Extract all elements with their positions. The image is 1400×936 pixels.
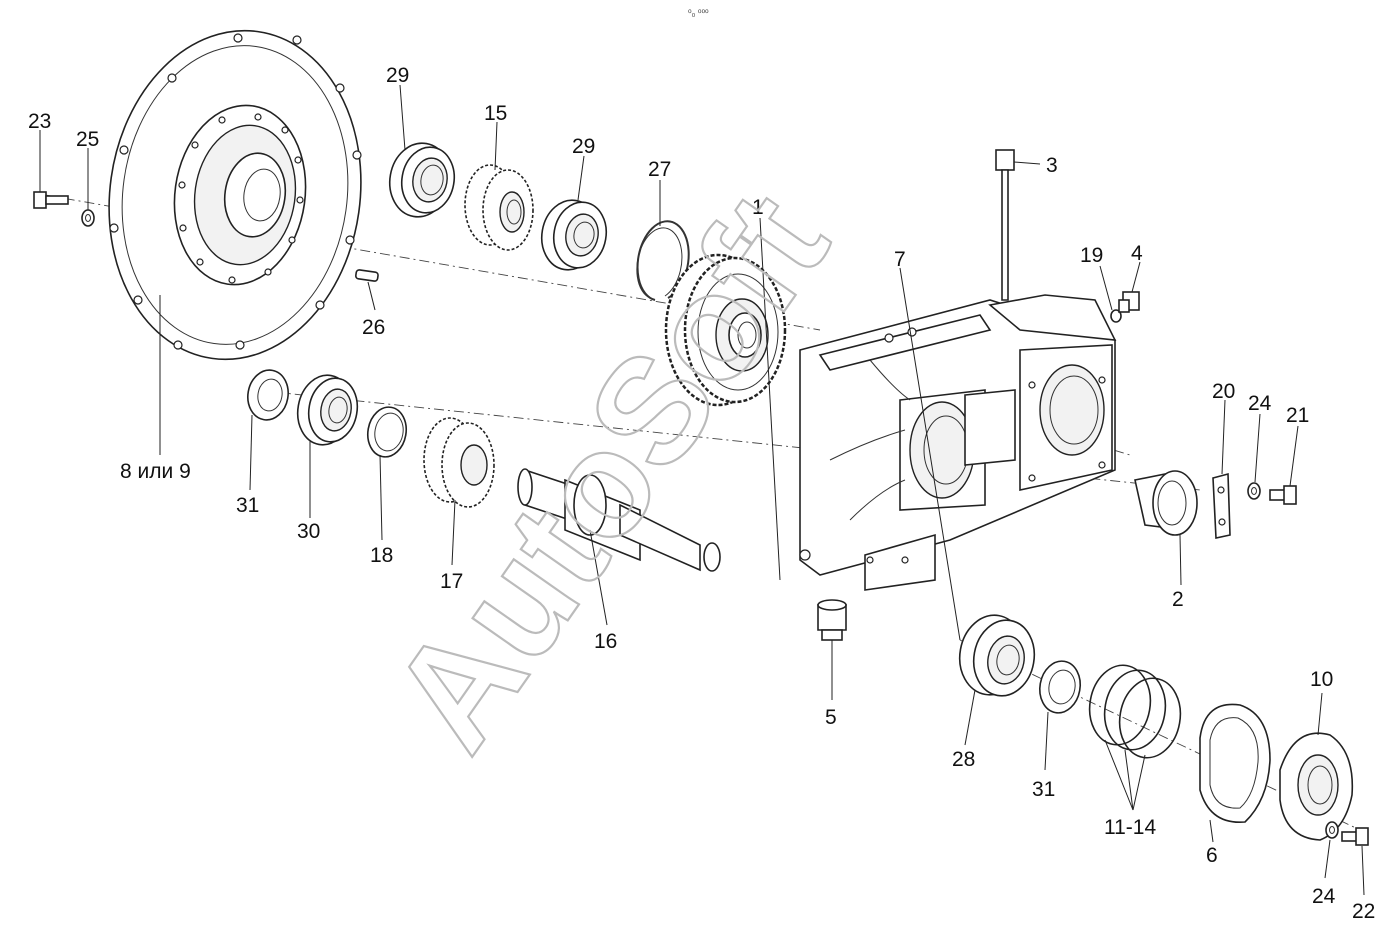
pin-26 (354, 269, 379, 282)
washer-25 (81, 209, 95, 227)
label-25: 25 (76, 128, 99, 151)
label-8-or-9: 8 или 9 (120, 460, 191, 483)
label-18: 18 (370, 544, 393, 567)
ring-18 (366, 406, 408, 458)
label-27: 27 (648, 158, 671, 181)
breather-5 (817, 599, 847, 641)
leader-lines (39, 84, 1365, 896)
label-22: 22 (1352, 900, 1375, 923)
label-31-a: 31 (236, 494, 259, 517)
label-16: 16 (594, 630, 617, 653)
label-30: 30 (297, 520, 320, 543)
washer-24-b (1325, 821, 1339, 839)
label-10: 10 (1310, 668, 1333, 691)
label-31-b: 31 (1032, 778, 1055, 801)
label-6: 6 (1206, 844, 1218, 867)
washer-24-a (1247, 482, 1261, 500)
top-mark: ⁰₀ ⁰⁰⁰ (688, 8, 709, 18)
label-2: 2 (1172, 588, 1184, 611)
label-29-a: 29 (386, 64, 409, 87)
plug-4 (1118, 291, 1140, 313)
shims-11-14 (1088, 664, 1182, 759)
plug-2 (1134, 470, 1198, 536)
gear-15 (464, 164, 534, 251)
label-4: 4 (1131, 242, 1143, 265)
label-29-b: 29 (572, 135, 595, 158)
bearing-29-a (388, 142, 456, 218)
label-7: 7 (894, 248, 906, 271)
plate-20 (1212, 472, 1231, 539)
washer-31-a (247, 369, 289, 421)
bearing-28 (958, 614, 1036, 697)
bearing-29-b (540, 199, 608, 271)
bolt-22 (1341, 827, 1369, 846)
label-28: 28 (952, 748, 975, 771)
dipstick-3 (995, 149, 1015, 301)
label-20: 20 (1212, 380, 1235, 403)
callout-labels: 23 25 29 15 29 27 1 7 3 19 4 26 8 или 9 … (28, 64, 1375, 923)
label-19: 19 (1080, 244, 1103, 267)
label-23: 23 (28, 110, 51, 133)
label-5: 5 (825, 706, 837, 729)
bolt-21 (1269, 485, 1297, 505)
bolt-23 (33, 191, 69, 209)
bearing-30 (296, 374, 359, 446)
gasket-6 (1199, 703, 1271, 823)
shaft-16 (517, 468, 721, 572)
label-11-14: 11-14 (1104, 816, 1156, 839)
gear-17 (423, 417, 495, 508)
seal-19 (1110, 309, 1122, 323)
label-15: 15 (484, 102, 507, 125)
label-24-a: 24 (1248, 392, 1272, 415)
label-17: 17 (440, 570, 463, 593)
cover-10 (1279, 732, 1354, 841)
label-26: 26 (362, 316, 385, 339)
label-1: 1 (752, 196, 764, 219)
label-3: 3 (1046, 154, 1058, 177)
washer-31-b (1038, 660, 1082, 714)
label-24-b: 24 (1312, 885, 1336, 908)
housing-7 (799, 294, 1117, 591)
flange-plate (108, 29, 362, 361)
gear-1 (664, 253, 787, 407)
label-21: 21 (1286, 404, 1309, 427)
